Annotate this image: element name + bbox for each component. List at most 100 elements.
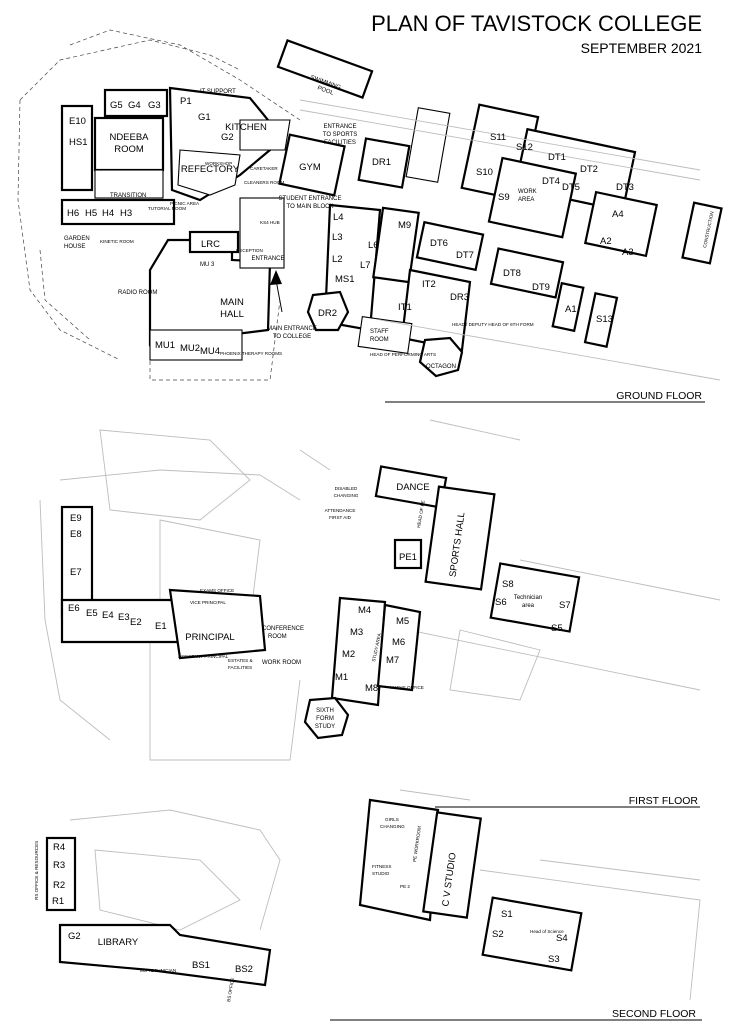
label-student-entrance-2: TO MAIN BLOCK	[287, 204, 334, 210]
label-attendance-1: ATTENDANCE	[325, 508, 356, 513]
room-ground-m9: M9	[398, 220, 411, 231]
label-gym: GYM	[299, 162, 321, 173]
block-s1-s4	[481, 896, 583, 972]
block-a2-a3	[583, 190, 659, 258]
label-main-hall-1: MAIN	[220, 297, 244, 308]
room-ground-a2: A2	[600, 236, 612, 247]
block-library	[58, 923, 272, 987]
room-ground-s12: S12	[516, 142, 533, 153]
label-entrance: ENTRANCE	[251, 256, 284, 262]
room-ground-dt3: DT3	[616, 182, 634, 193]
room-ground-s9: S9	[498, 192, 510, 203]
label-entrance-sports-3: FACILITIES	[324, 140, 356, 146]
room-first-e3: E3	[118, 612, 130, 623]
room-first-e5: E5	[86, 608, 98, 619]
label-fitness-2: STUDIO	[372, 871, 390, 876]
label-cleaners: CLEANERS ROOM	[244, 180, 285, 185]
room-ground-g1: G1	[198, 112, 211, 123]
room-second-bs1: BS1	[192, 960, 210, 971]
main-entrance-arrowhead	[270, 270, 282, 285]
room-ground-s10: S10	[476, 167, 493, 178]
label-work-area-2: AREA	[518, 197, 534, 203]
octagon	[418, 336, 464, 378]
label-fitness-1: FITNESS	[372, 864, 391, 869]
label-work-area-1: WORK	[518, 189, 537, 195]
block-m9	[372, 206, 420, 284]
ground-floor-label: GROUND FLOOR	[616, 390, 702, 402]
room-ground-g4: G4	[128, 100, 141, 111]
label-sixth-2: FORM	[316, 716, 334, 722]
room-ground-h3: H3	[120, 208, 132, 219]
label-it-support: IT SUPPORT	[200, 89, 236, 95]
ndeeba-room	[93, 116, 165, 172]
room-ground-a1: A1	[565, 304, 577, 315]
label-reception: RECEPTION	[236, 248, 263, 253]
changing-block	[239, 119, 291, 151]
room-first-m3: M3	[350, 627, 363, 638]
room-first-m8: M8	[365, 683, 378, 694]
label-transition: TRANSITION	[110, 193, 146, 199]
label-radio-room: RADIO ROOM	[118, 290, 157, 296]
label-performing-arts: HEAD OF PERFORMING ARTS	[370, 352, 436, 357]
label-entrance-sports-1: ENTRANCE	[323, 124, 356, 130]
ground-floor-plan: NDEEBA ROOM REFECTORY KITCHEN IT SUPPORT…	[17, 29, 723, 403]
room-ground-g3: G3	[148, 100, 161, 111]
label-main-entrance-2: TO COLLEGE	[273, 334, 311, 340]
room-second-bs2: BS2	[235, 964, 253, 975]
label-refectory: REFECTORY	[181, 164, 240, 175]
room-first-e1: E1	[155, 621, 167, 632]
room-first-m1: M1	[335, 672, 348, 683]
room-ground-l6: L6	[368, 240, 379, 251]
room-first-e2: E2	[130, 617, 142, 628]
label-work-room: WORK ROOM	[262, 660, 301, 666]
room-ground-it1: IT1	[398, 302, 412, 313]
main-entrance-arrow	[275, 279, 283, 313]
label-mu3: MU 3	[200, 262, 215, 268]
room-ground-dr3: DR3	[450, 292, 469, 303]
label-head-of-sixth: HEAD / DEPUTY HEAD OF 6TH FORM	[452, 322, 534, 327]
label-octagon: OCTAGON	[426, 364, 456, 370]
block-e9-e7	[60, 505, 94, 619]
block-hs1	[60, 104, 94, 192]
room-ground-p1: P1	[180, 96, 192, 107]
label-staff-room-1: STAFF	[370, 329, 389, 335]
room-ground-dt7: DT7	[456, 250, 474, 261]
label-garden-2: HOUSE	[64, 244, 85, 250]
label-tutorial: TUTORIAL ROOM	[148, 206, 186, 211]
cv-studio	[422, 811, 482, 919]
room-first-e8: E8	[70, 529, 82, 540]
block-h-rooms	[60, 198, 176, 226]
block-s9-work-area	[487, 156, 578, 239]
label-workshop: WORKSHOP	[205, 161, 232, 166]
room-first-e4: E4	[102, 610, 114, 621]
room-ground-g2: G2	[221, 132, 234, 143]
s13	[583, 291, 619, 349]
label-ks4: KS4 HUB	[260, 220, 280, 225]
room-ground-dr1: DR1	[372, 157, 391, 168]
label-study-area: STUDY AREA	[371, 632, 382, 662]
staff-room	[357, 316, 413, 354]
room-ground-ms1: MS1	[335, 274, 355, 285]
label-girls-2: CHANGING	[380, 824, 405, 829]
block-it	[400, 268, 472, 352]
room-first-m5: M5	[396, 616, 409, 627]
room-second-r4: R4	[53, 842, 65, 853]
label-sixth-1: SIXTH	[316, 708, 334, 714]
construction-block	[681, 201, 723, 265]
label-main-hall-2: HALL	[220, 309, 244, 320]
ghost-outline-first	[39, 419, 721, 761]
room-ground-dt9: DT9	[532, 282, 550, 293]
second-floor-plan: LIBRARY C V STUDIO PE WORKROOM GIRLS CHA…	[34, 789, 702, 1021]
label-kinetic: KINETIC ROOM	[100, 239, 134, 244]
block-s5-s8	[489, 562, 581, 633]
first-floor-plan: DANCE SPORTS HALL DISABLED CHANGING ATTE…	[39, 419, 721, 808]
room-ground-l3: L3	[332, 232, 343, 243]
label-estates-1: ESTATES &	[228, 658, 253, 663]
room-ground-l4: L4	[333, 212, 344, 223]
lrc	[188, 230, 240, 254]
room-first-s5: S5	[551, 623, 563, 634]
label-conference-2: ROOM	[268, 634, 287, 640]
second-floor-label: SECOND FLOOR	[612, 1008, 696, 1020]
